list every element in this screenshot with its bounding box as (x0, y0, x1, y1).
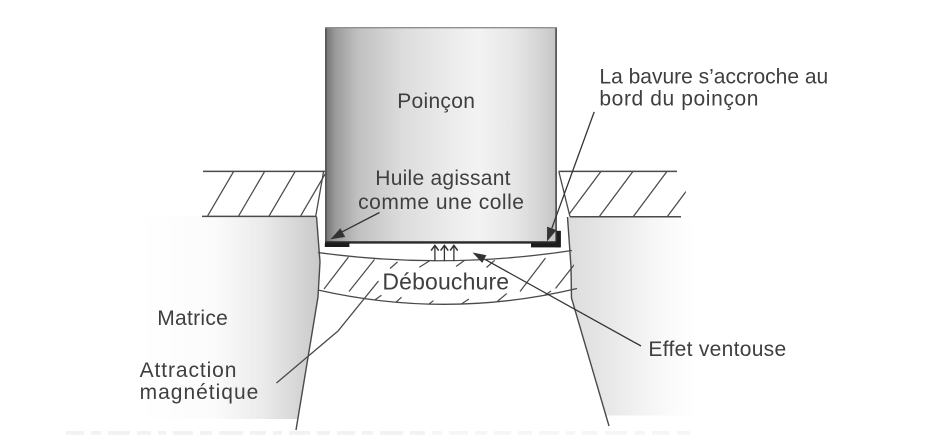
svg-text:Huile agissant: Huile agissant (375, 167, 510, 190)
svg-text:comme une colle: comme une colle (358, 191, 524, 214)
svg-text:Effet ventouse: Effet ventouse (648, 338, 786, 361)
svg-text:La bavure s’accroche au: La bavure s’accroche au (599, 65, 828, 88)
svg-text:Débouchure: Débouchure (382, 269, 509, 295)
svg-text:Attraction: Attraction (140, 359, 238, 382)
svg-text:Matrice: Matrice (157, 307, 228, 330)
svg-text:Poinçon: Poinçon (397, 90, 475, 113)
svg-text:magnétique: magnétique (140, 381, 260, 404)
svg-text:bord du poinçon: bord du poinçon (599, 88, 759, 111)
